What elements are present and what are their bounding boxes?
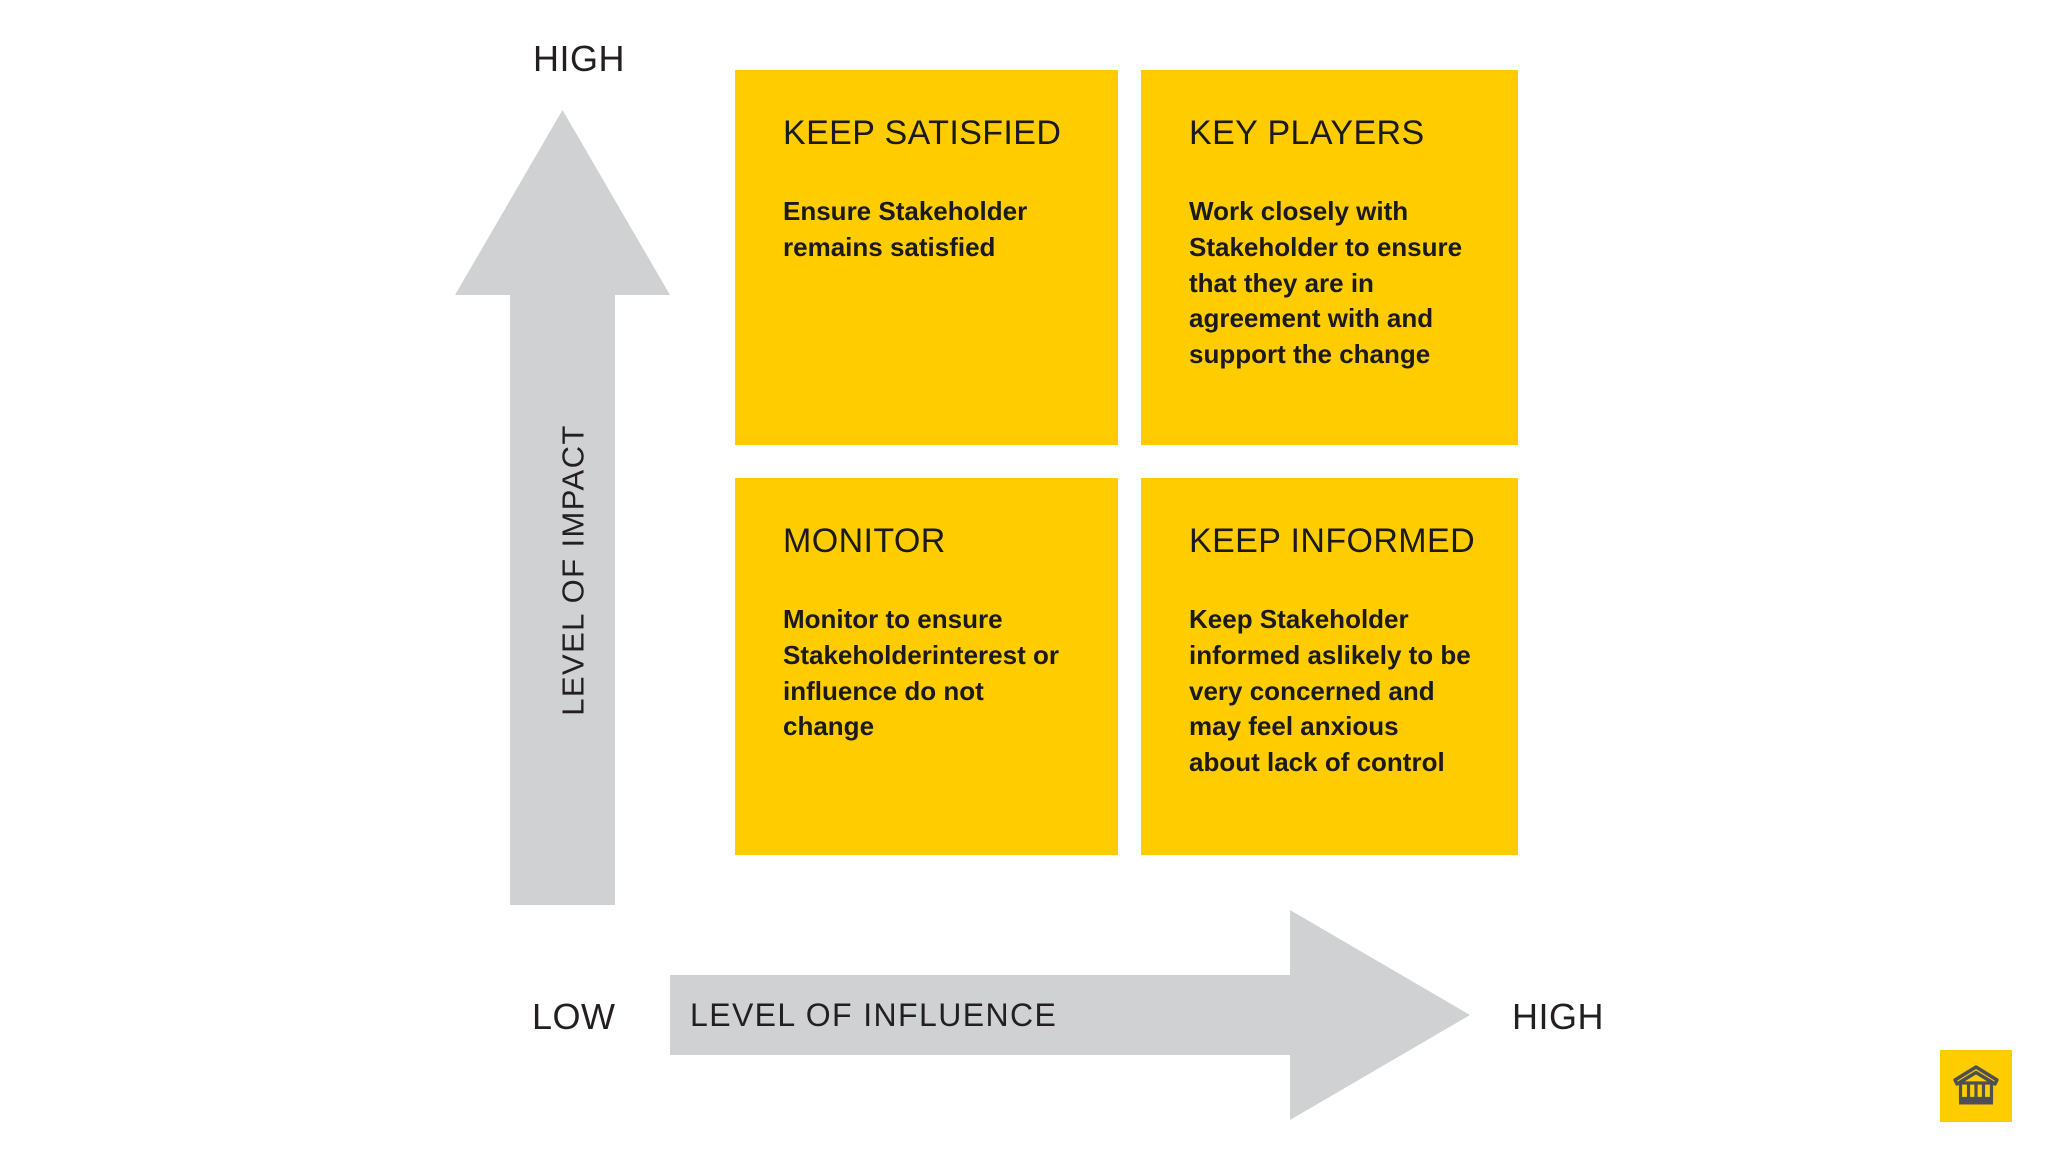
- axis-cap-impact-high: HIGH: [533, 38, 625, 79]
- axis-cap-influence-low: LOW: [532, 996, 616, 1037]
- quadrant-grid: KEEP SATISFIED Ensure Stakeholder remain…: [735, 70, 1518, 855]
- quadrant-body: Work closely with Stakeholder to ensure …: [1189, 196, 1463, 369]
- quadrant-body: Monitor to ensure Stakeholderinterest or…: [783, 604, 1059, 742]
- quadrant-monitor[interactable]: MONITOR Monitor to ensure Stakeholderint…: [735, 478, 1118, 855]
- logo-badge[interactable]: [1940, 1050, 2012, 1122]
- quadrant-title: KEEP SATISFIED: [783, 114, 1062, 152]
- quadrant-keep-informed[interactable]: KEEP INFORMED Keep Stakeholder informed …: [1141, 478, 1518, 855]
- quadrant-body: Ensure Stakeholder remains satisfied: [783, 196, 1028, 262]
- quadrant-title: KEY PLAYERS: [1189, 114, 1425, 152]
- axis-label-level-of-influence: LEVEL OF INFLUENCE: [690, 997, 1058, 1033]
- quadrant-keep-satisfied[interactable]: KEEP SATISFIED Ensure Stakeholder remain…: [735, 70, 1118, 445]
- axis-label-level-of-impact: LEVEL OF IMPACT: [533, 420, 615, 720]
- quadrant-key-players[interactable]: KEY PLAYERS Work closely with Stakeholde…: [1141, 70, 1518, 445]
- quadrant-title: MONITOR: [783, 522, 946, 560]
- quadrant-body: Keep Stakeholder informed aslikely to be…: [1189, 604, 1471, 777]
- axis-cap-influence-high: HIGH: [1512, 996, 1604, 1037]
- quadrant-title: KEEP INFORMED: [1189, 522, 1476, 560]
- bank-building-icon: [1953, 1065, 1999, 1105]
- axis-label-level-of-impact-text: LEVEL OF IMPACT: [556, 424, 592, 716]
